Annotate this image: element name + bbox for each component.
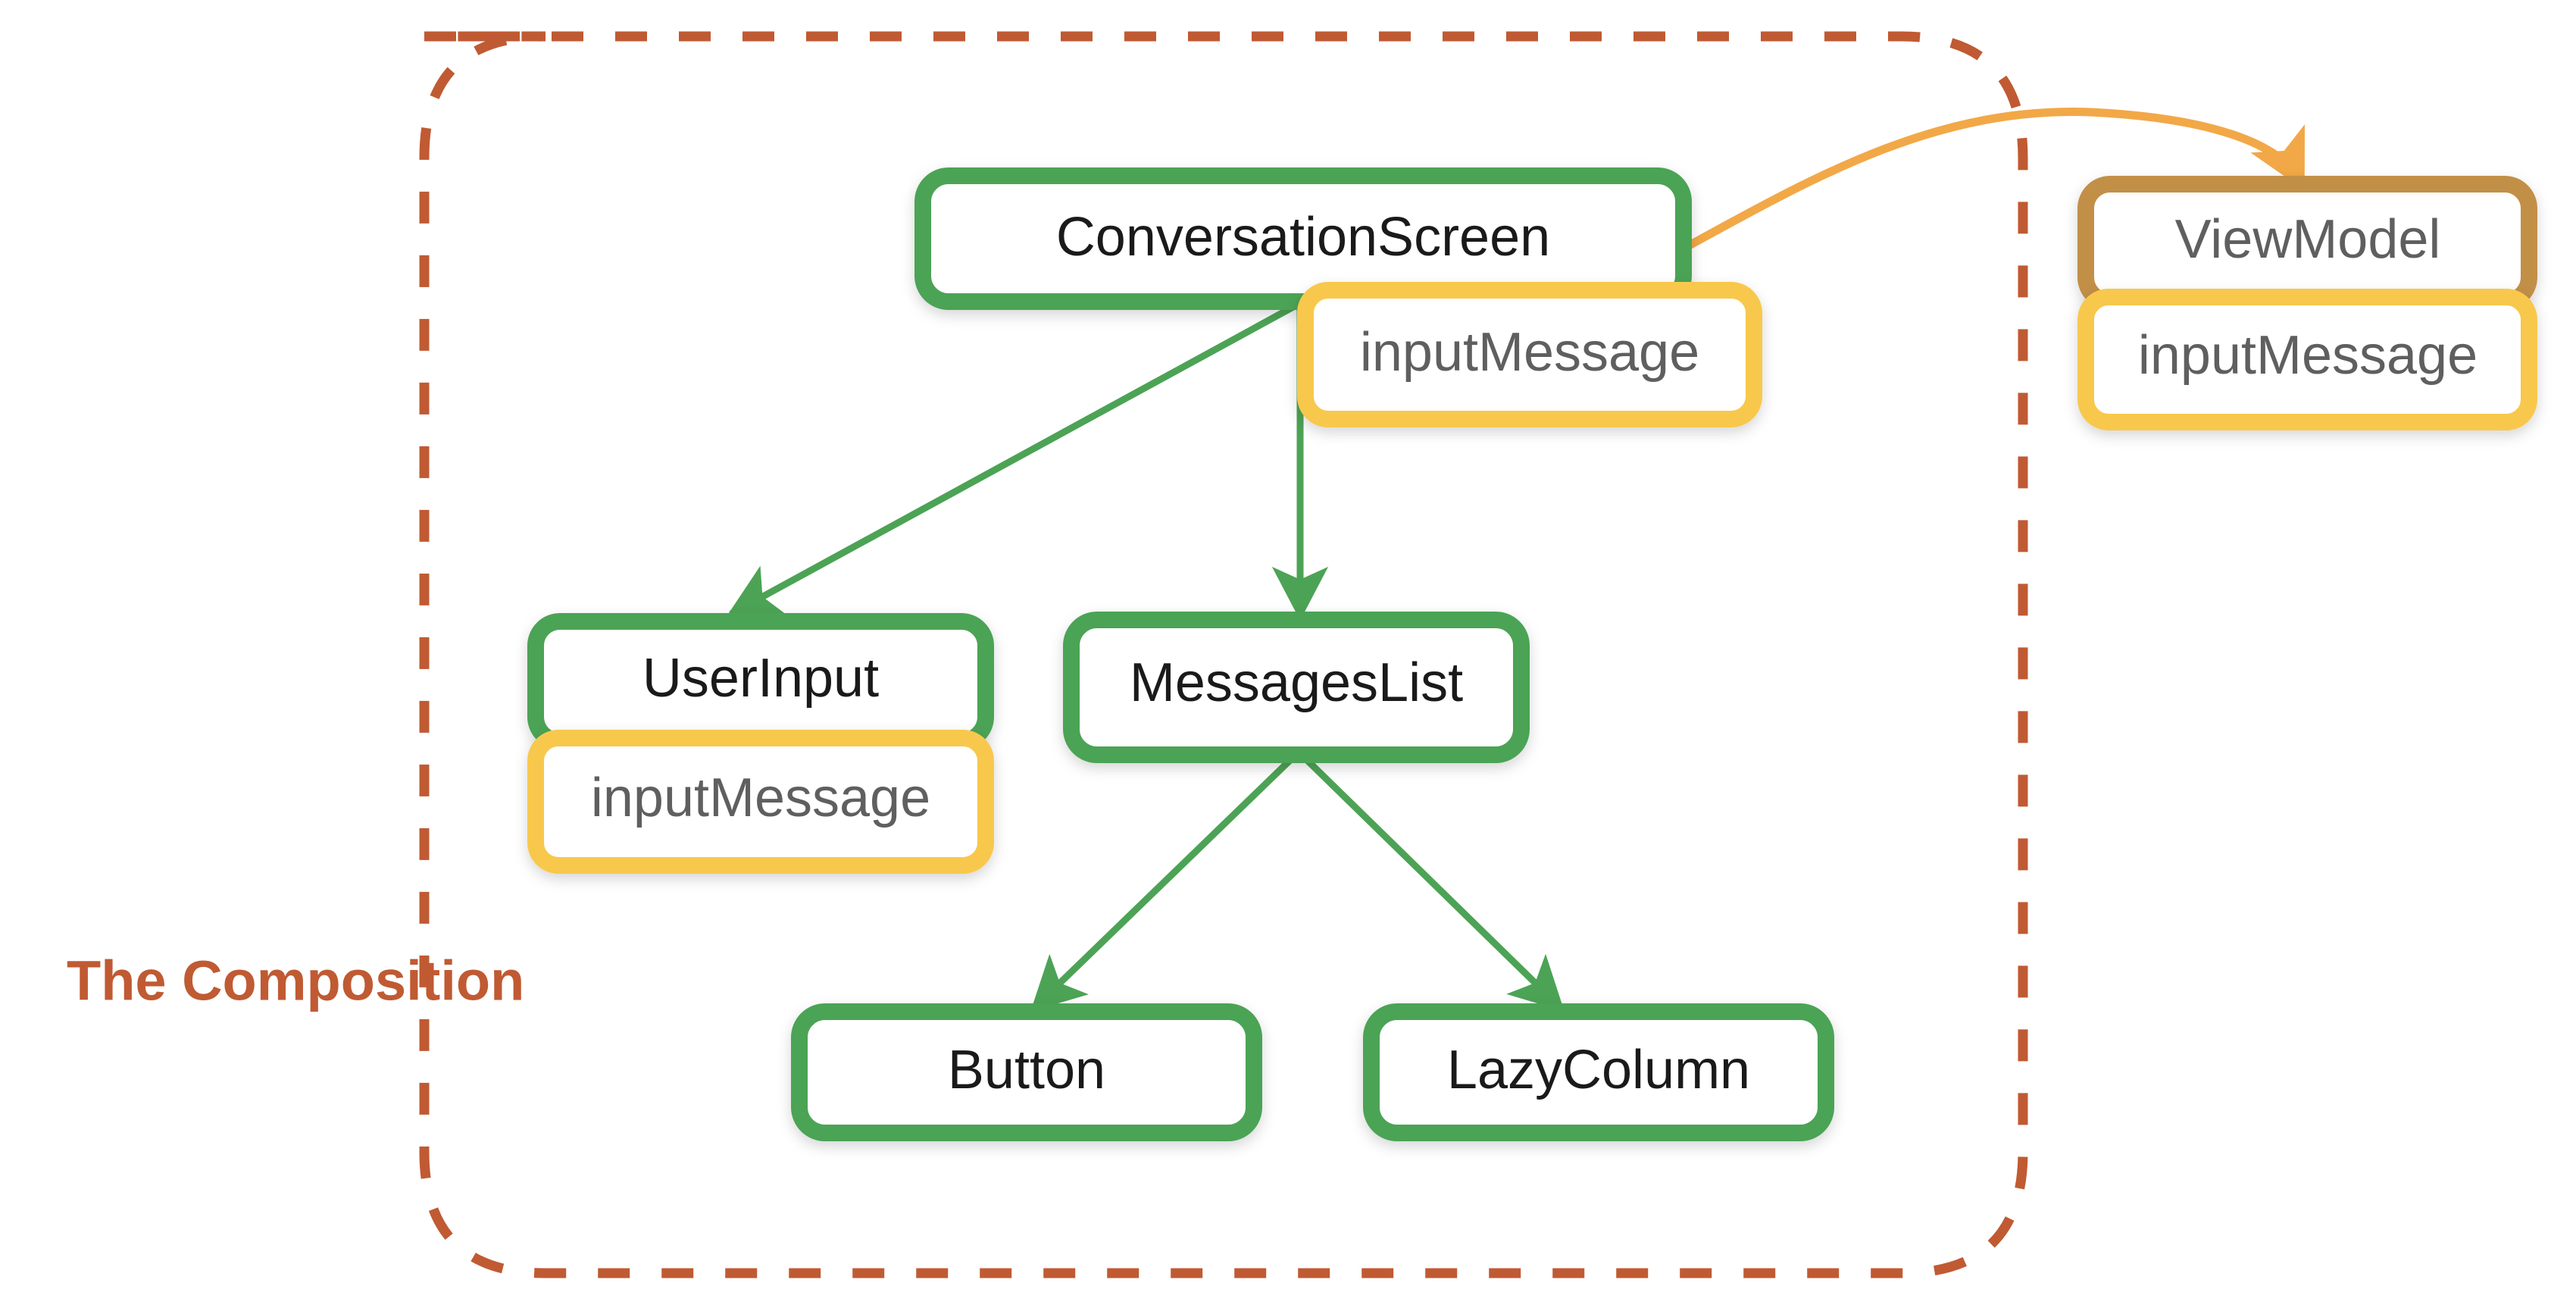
node-button-label: Button	[948, 1040, 1105, 1100]
node-messageslist[interactable]: MessagesList	[1063, 612, 1530, 763]
composition-group-boundary	[419, 31, 2028, 1278]
edge-conversationscreen-viewmodel	[1679, 108, 2305, 253]
node-userinput[interactable]: UserInput	[527, 613, 994, 749]
node-button[interactable]: Button	[791, 1003, 1262, 1141]
edge-layer	[727, 108, 2305, 1012]
edge-conversationscreen-userinput	[727, 300, 1302, 617]
node-lazycolumn-box[interactable]	[1363, 1003, 1834, 1141]
node-viewmodel-label: ViewModel	[2175, 209, 2441, 270]
node-conversationscreen-state-box[interactable]	[1297, 282, 1762, 427]
node-viewmodel[interactable]: ViewModel	[2077, 176, 2537, 310]
node-viewmodel-state-box[interactable]	[2077, 289, 2537, 430]
node-conversationscreen-state[interactable]: inputMessage	[1297, 282, 1762, 427]
edge-messageslist-button	[1030, 755, 1296, 1012]
composition-group-caption: The Composition	[67, 950, 524, 1012]
node-messageslist-label: MessagesList	[1130, 652, 1463, 713]
node-viewmodel-state-label: inputMessage	[2138, 325, 2478, 386]
node-viewmodel-state[interactable]: inputMessage	[2077, 289, 2537, 430]
node-lazycolumn[interactable]: LazyColumn	[1363, 1003, 1834, 1141]
node-userinput-state-box[interactable]	[527, 730, 994, 874]
node-conversationscreen-state-label: inputMessage	[1360, 322, 1699, 383]
edge-messageslist-lazycolumn	[1302, 755, 1565, 1012]
node-conversationscreen-label: ConversationScreen	[1056, 207, 1550, 268]
node-userinput-state[interactable]: inputMessage	[527, 730, 994, 874]
node-button-box[interactable]	[791, 1003, 1262, 1141]
node-lazycolumn-label: LazyColumn	[1447, 1040, 1750, 1100]
node-userinput-state-label: inputMessage	[591, 768, 930, 828]
node-userinput-label: UserInput	[642, 648, 879, 709]
node-messageslist-box[interactable]	[1063, 612, 1530, 763]
